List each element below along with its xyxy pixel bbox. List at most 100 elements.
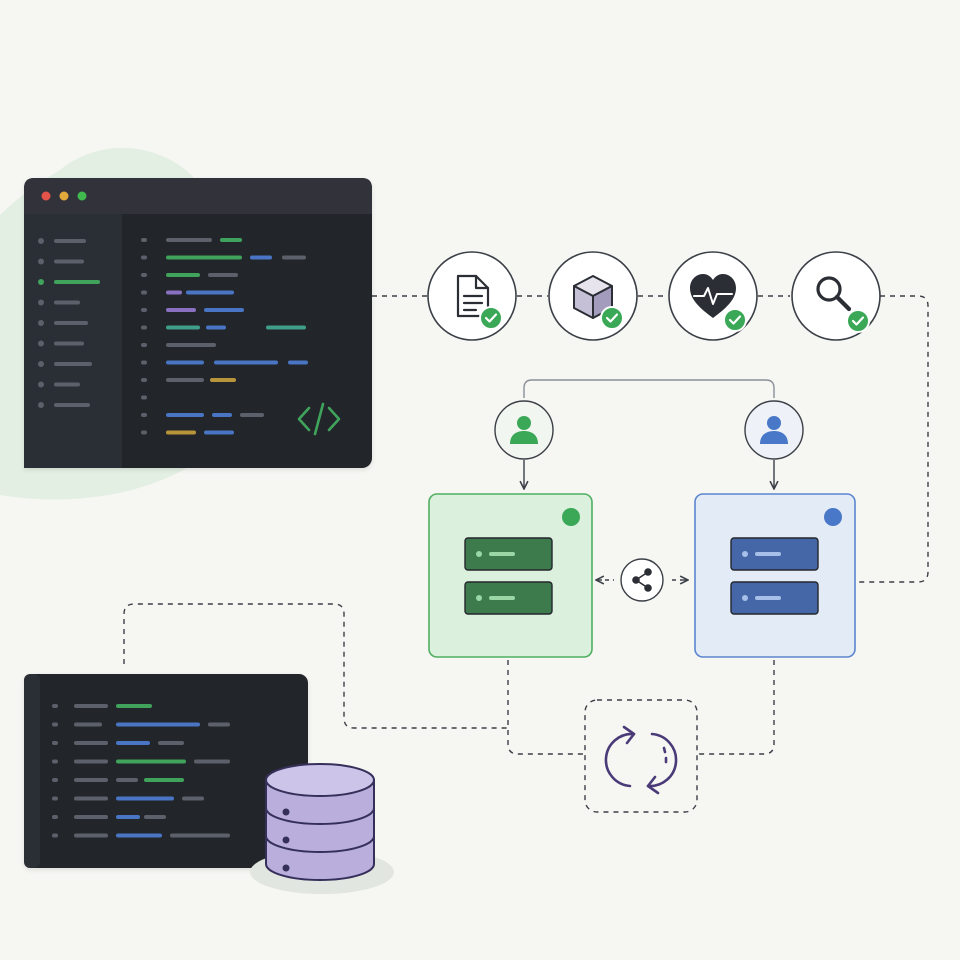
terminal-token <box>116 833 162 838</box>
line-number <box>141 343 147 347</box>
editor-sidebar <box>24 214 122 468</box>
sidebar-file-line <box>54 382 80 387</box>
sidebar-file-line <box>54 403 90 407</box>
code-token <box>208 273 238 277</box>
share-network-icon <box>632 568 652 592</box>
sidebar-file-line <box>54 300 80 305</box>
code-token <box>214 360 278 365</box>
code-token <box>204 308 244 312</box>
check-circle-icon <box>479 306 503 330</box>
code-token <box>166 273 200 277</box>
line-number <box>52 796 58 801</box>
line-number <box>141 360 147 365</box>
terminal-token <box>116 741 150 745</box>
terminal-token <box>194 759 230 764</box>
line-number <box>141 395 147 400</box>
sidebar-file-dot <box>38 381 44 388</box>
code-token <box>288 360 308 365</box>
database-icon <box>250 763 394 894</box>
code-token <box>166 308 196 312</box>
code-token <box>240 413 264 417</box>
sidebar-file-line <box>54 280 100 284</box>
code-token <box>166 290 182 295</box>
code-editor-window <box>24 178 372 468</box>
sidebar-file-line <box>54 341 84 346</box>
code-token <box>186 290 234 295</box>
server-rack-icon <box>730 537 819 615</box>
user-node-blue <box>744 400 804 488</box>
code-token <box>166 343 216 347</box>
blue-environment <box>694 493 856 658</box>
terminal-token <box>74 796 108 801</box>
code-token <box>282 255 306 260</box>
line-number <box>141 308 147 312</box>
pipeline-stage-inspect <box>791 251 881 341</box>
sidebar-file-line <box>54 362 92 366</box>
editor-titlebar <box>24 178 372 214</box>
window-maximize-dot <box>77 191 87 201</box>
sidebar-file-dot <box>38 340 44 347</box>
green-status-dot <box>562 508 580 526</box>
server-rack-icon <box>464 537 553 615</box>
terminal-token <box>116 759 186 764</box>
terminal-token <box>74 722 102 727</box>
terminal-token <box>74 815 108 819</box>
sidebar-file-dot <box>38 402 44 408</box>
code-token <box>166 238 212 242</box>
line-number <box>141 238 147 242</box>
code-token <box>250 255 272 260</box>
pipeline-stages <box>427 251 881 341</box>
green-environment <box>428 493 593 658</box>
line-number <box>141 378 147 382</box>
terminal-token <box>208 722 230 727</box>
terminal-token <box>116 796 174 801</box>
code-token <box>204 430 234 435</box>
terminal-token <box>170 833 230 838</box>
pipeline-stage-document <box>427 251 517 341</box>
code-token <box>210 378 236 382</box>
connector-blue-to-sync <box>698 660 775 755</box>
terminal-token <box>144 778 184 782</box>
sidebar-file-dot <box>38 299 44 306</box>
line-number <box>52 778 58 782</box>
connectors <box>123 295 929 755</box>
terminal-token <box>116 815 140 819</box>
code-token <box>220 238 242 242</box>
code-token <box>166 413 204 417</box>
terminal-token <box>144 815 166 819</box>
heart-pulse-icon <box>690 274 736 318</box>
line-number <box>141 255 147 260</box>
sidebar-file-dot <box>38 258 44 265</box>
user-green-icon <box>510 416 538 444</box>
connector-green-to-sync <box>507 660 584 755</box>
pulse-line <box>693 287 733 305</box>
search-icon <box>816 276 852 312</box>
code-token <box>166 325 200 330</box>
sidebar-file-dot <box>38 238 44 244</box>
line-number <box>141 430 147 435</box>
terminal-token <box>74 778 108 782</box>
code-token <box>212 413 232 417</box>
check-circle-icon <box>846 309 870 333</box>
terminal-token <box>116 704 152 708</box>
line-number <box>52 833 58 838</box>
code-token <box>166 430 196 435</box>
line-number <box>141 413 147 417</box>
check-circle-icon <box>723 308 747 332</box>
sidebar-file-dot <box>38 279 44 285</box>
code-token <box>266 325 306 330</box>
terminal-token <box>74 833 108 838</box>
document-icon <box>456 274 490 318</box>
sync-node <box>584 699 698 813</box>
window-minimize-dot <box>59 191 69 201</box>
terminal-token <box>116 778 138 782</box>
code-token <box>166 378 204 382</box>
traffic-switch <box>597 558 687 602</box>
terminal-window <box>24 674 308 868</box>
sidebar-file-dot <box>38 361 44 367</box>
line-number <box>141 273 147 277</box>
code-token <box>166 255 242 260</box>
sidebar-file-line <box>54 239 86 243</box>
line-number <box>52 722 58 727</box>
